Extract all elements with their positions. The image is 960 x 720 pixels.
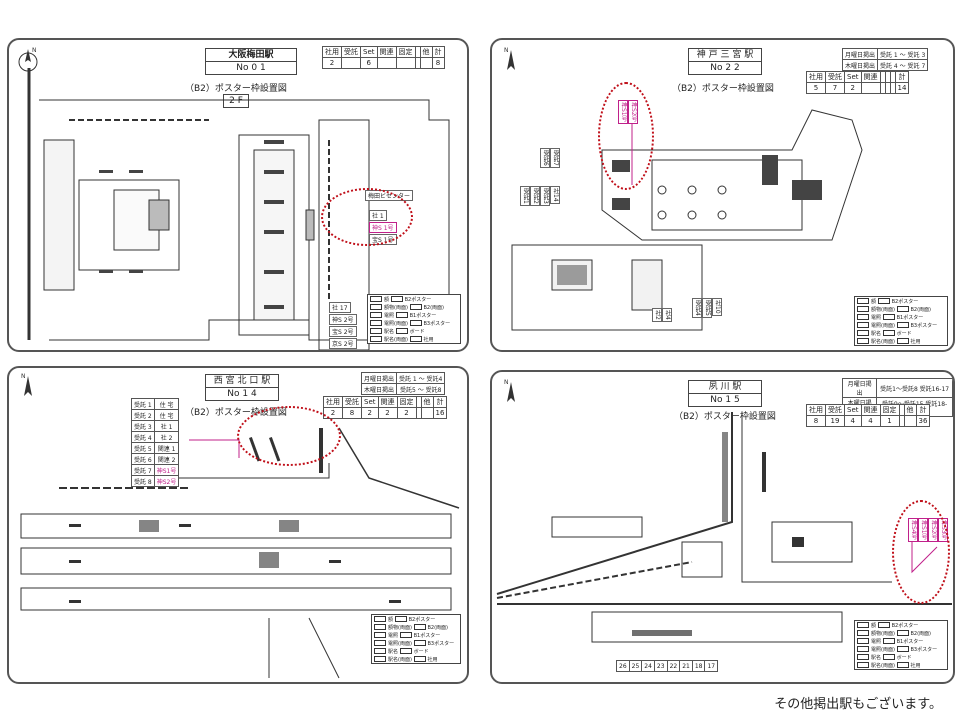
floor-plan-shukugawa — [496, 412, 952, 643]
station-number: No 2 2 — [710, 63, 740, 73]
poster-label: 神S 2号 — [329, 314, 357, 325]
poster-label: 社 17 — [329, 302, 351, 313]
highlight-ellipse — [237, 406, 341, 466]
map-panel-nishinomiya-kitaguchi: N 西 宮 北 口 駅 No 1 4 月曜日掲出受託 1 ～ 受託4 木曜日掲出… — [7, 366, 469, 684]
station-name: 神 戸 三 宮 駅 — [689, 49, 761, 62]
poster-label: 受託3 — [540, 186, 550, 206]
station-number: No 1 4 — [227, 389, 257, 399]
poster-label: 受託1 — [520, 186, 530, 206]
station-name: 大阪梅田駅 — [206, 49, 296, 62]
poster-label: 受託2 — [530, 186, 540, 206]
north-arrow-icon: N — [21, 373, 32, 396]
poster-label: 社4 — [662, 308, 672, 322]
schedule-table: 月曜日掲出受託 1 ～ 受託4 木曜日掲出受託5 ～ 受託8 — [360, 372, 446, 395]
station-title-box: 西 宮 北 口 駅 No 1 4 — [205, 374, 279, 401]
schedule-table: 月曜日掲出受託 1 ～ 受託 3 木曜日掲出受託 4 ～ 受託 7 — [841, 48, 929, 71]
floor-plan-umeda — [27, 68, 450, 350]
station-title-box: 大阪梅田駅 No 0 1 — [205, 48, 297, 75]
svg-text:N: N — [504, 379, 509, 386]
map-subtitle: （B2）ポスター枠設置図 — [185, 84, 287, 94]
north-arrow-icon: N — [504, 379, 515, 402]
poster-label: 社10 — [712, 298, 722, 316]
map-subtitle: （B2）ポスター枠設置図 — [672, 84, 774, 94]
floor-plan-sannomiya — [511, 109, 863, 331]
station-name: 西 宮 北 口 駅 — [206, 375, 278, 388]
svg-text:N: N — [504, 47, 509, 54]
floor-label: 2 F — [223, 94, 249, 108]
map-legend: 額 B2ポスター 額物(両面) B2(両面) 電照 B1ポスター 電照(両面) … — [367, 294, 461, 344]
map-subtitle: （B2）ポスター枠設置図 — [674, 412, 776, 422]
poster-label: 受託6 — [540, 148, 550, 168]
footer-note: その他掲出駅もございます。 — [774, 697, 942, 712]
highlight-ellipse — [321, 188, 413, 246]
station-title-box: 神 戸 三 宮 駅 No 2 2 — [688, 48, 762, 75]
highlight-ellipse — [892, 500, 950, 604]
poster-label: 社2 — [652, 308, 662, 322]
station-number: No 1 5 — [710, 395, 740, 405]
poster-label: 社14 — [550, 186, 560, 204]
station-title-box: 夙 川 駅 No 1 5 — [688, 380, 762, 407]
station-number: No 0 1 — [236, 63, 266, 73]
map-legend: 額 B2ポスター 額物(両面) B2(両面) 電照 B1ポスター 電照(両面) … — [854, 296, 948, 346]
station-name: 夙 川 駅 — [689, 381, 761, 394]
svg-text:N: N — [21, 373, 26, 380]
poster-label: 京S 2号 — [329, 338, 357, 349]
map-legend: 額 B2ポスター 額物(両面) B2(両面) 電照 B1ポスター 電照(両面) … — [854, 620, 948, 670]
highlight-ellipse — [598, 82, 654, 190]
poster-label: 受託5 — [702, 298, 712, 318]
north-arrow-icon: N — [504, 47, 515, 70]
poster-label: 宝S 2号 — [329, 326, 357, 337]
map-subtitle: （B2）ポスター枠設置図 — [185, 408, 287, 418]
map-panel-sannomiya: N 神 戸 三 宮 駅 No 2 2 月曜日掲出受託 1 ～ 受託 3 木曜日掲… — [490, 38, 955, 352]
poster-label: 受託7 — [550, 148, 560, 168]
svg-text:N: N — [32, 47, 37, 54]
poster-label: 受託4 — [692, 298, 702, 318]
map-legend: 額 B2ポスター 額物(両面) B2(両面) 電照 B1ポスター 電照(両面) … — [371, 614, 461, 664]
